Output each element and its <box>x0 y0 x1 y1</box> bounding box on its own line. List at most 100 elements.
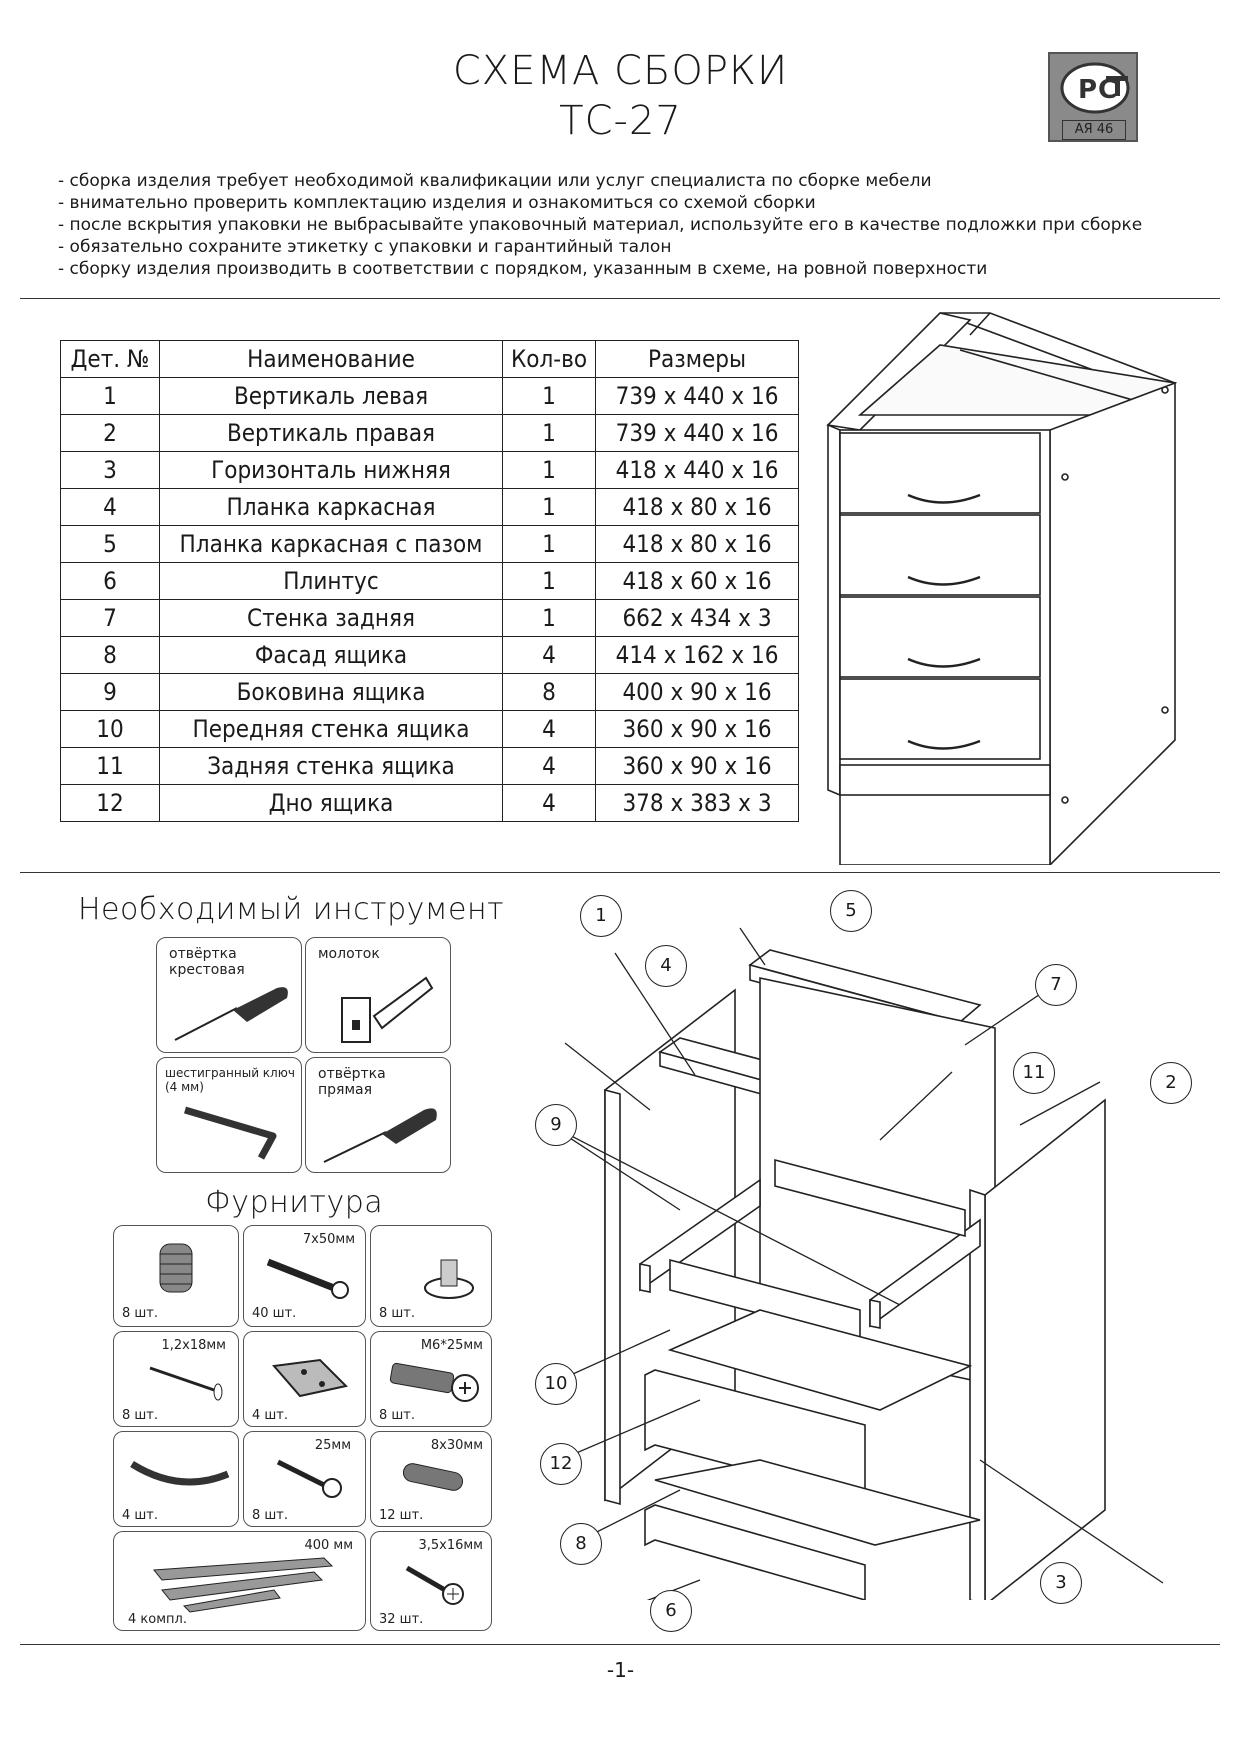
part-dimensions: 360 x 90 x 16 <box>595 747 799 785</box>
part-qty: 8 <box>502 673 596 711</box>
hardware-qty: 32 шт. <box>379 1612 424 1627</box>
wood-screw-icon <box>276 1459 342 1498</box>
part-dimensions: 400 x 90 x 16 <box>595 673 799 711</box>
confirmat-screw-icon <box>266 1258 349 1299</box>
part-name: Вертикаль правая <box>159 414 503 452</box>
part-name: Фасад ящика <box>159 636 503 674</box>
tool-label: крестовая <box>169 962 245 978</box>
svg-text:С: С <box>1098 75 1117 105</box>
part-no: 4 <box>60 488 160 526</box>
part-no: 7 <box>60 599 160 637</box>
hardware-card: М6*25мм 8 шт. <box>370 1331 492 1427</box>
hardware-qty: 8 шт. <box>252 1508 289 1523</box>
certification-mark: Р С АЯ 46 <box>1048 52 1138 142</box>
hardware-size: М6*25мм <box>420 1338 483 1353</box>
tool-label: отвёртка <box>318 1066 386 1082</box>
part-name: Стенка задняя <box>159 599 503 637</box>
svg-text:Р: Р <box>1078 75 1097 105</box>
part-qty: 1 <box>502 377 596 415</box>
part-qty: 1 <box>502 599 596 637</box>
part-name: Задняя стенка ящика <box>159 747 503 785</box>
part-dimensions: 739 x 440 x 16 <box>595 414 799 452</box>
note-line: - сборку изделия производить в соответст… <box>58 259 988 279</box>
part-qty: 4 <box>502 636 596 674</box>
page-title: СХЕМА СБОРКИ <box>452 48 789 94</box>
part-name: Горизонталь нижняя <box>159 451 503 489</box>
part-name: Плинтус <box>159 562 503 600</box>
cert-code: АЯ 46 <box>1062 120 1126 140</box>
part-dimensions: 414 x 162 x 16 <box>595 636 799 674</box>
callout-7: 7 <box>1035 964 1077 1006</box>
part-no: 11 <box>60 747 160 785</box>
callout-12: 12 <box>540 1443 582 1485</box>
part-qty: 1 <box>502 562 596 600</box>
part-dimensions: 360 x 90 x 16 <box>595 710 799 748</box>
tool-card-flat-screwdriver: отвёртка прямая <box>305 1057 451 1173</box>
hardware-card: 4 шт. <box>113 1431 239 1527</box>
hardware-card: 8 шт. <box>113 1225 239 1327</box>
leader-line <box>614 952 696 1076</box>
col-header-dimensions: Размеры <box>595 340 799 378</box>
part-name: Вертикаль левая <box>159 377 503 415</box>
table-header-row: Дет. № Наименование Кол-во Размеры <box>60 340 799 378</box>
tools-heading: Необходимый инструмент <box>78 892 505 927</box>
part-no: 6 <box>60 562 160 600</box>
assembly-notes: - сборка изделия требует необходимой ква… <box>58 170 1142 280</box>
phillips-screwdriver-icon <box>174 987 288 1041</box>
drawer-slide-icon <box>153 1557 334 1613</box>
part-qty: 1 <box>502 451 596 489</box>
hardware-card: 4 шт. <box>243 1331 366 1427</box>
callout-2: 2 <box>1150 1062 1192 1104</box>
col-header-name: Наименование <box>159 340 503 378</box>
tool-label: прямая <box>318 1082 373 1098</box>
hardware-card: 7x50мм 40 шт. <box>243 1225 366 1327</box>
tool-label: шестигранный ключ <box>165 1066 295 1080</box>
part-dimensions: 418 x 60 x 16 <box>595 562 799 600</box>
part-no: 2 <box>60 414 160 452</box>
hardware-size: 3,5x16мм <box>418 1538 483 1553</box>
hardware-qty: 12 шт. <box>379 1508 424 1523</box>
drawer-front <box>839 514 1041 596</box>
part-no: 5 <box>60 525 160 563</box>
hardware-qty: 40 шт. <box>252 1306 297 1321</box>
nail-icon <box>149 1366 223 1401</box>
col-header-qty: Кол-во <box>502 340 596 378</box>
part-dimensions: 378 x 383 x 3 <box>595 784 799 822</box>
divider <box>20 1644 1220 1645</box>
drawer-front <box>839 596 1041 678</box>
part-no: 1 <box>60 377 160 415</box>
divider <box>20 872 1220 873</box>
hardware-size: 25мм <box>314 1438 351 1453</box>
note-line: - после вскрытия упаковки не выбрасывайт… <box>58 215 1143 235</box>
hardware-size: 400 мм <box>304 1538 353 1553</box>
part-dimensions: 662 x 434 x 3 <box>595 599 799 637</box>
part-no: 12 <box>60 784 160 822</box>
part-qty: 1 <box>502 414 596 452</box>
hardware-card: 8 шт. <box>370 1225 492 1327</box>
hardware-qty: 4 шт. <box>252 1408 289 1423</box>
drawer-front <box>839 432 1041 514</box>
leveling-foot-icon <box>159 1243 193 1293</box>
hardware-qty: 4 компл. <box>128 1612 187 1627</box>
callout-1: 1 <box>580 895 622 937</box>
callout-3: 3 <box>1040 1562 1082 1604</box>
hammer-icon <box>341 976 434 1043</box>
part-name: Боковина ящика <box>159 673 503 711</box>
part-name: Передняя стенка ящика <box>159 710 503 748</box>
part-no: 9 <box>60 673 160 711</box>
part-qty: 4 <box>502 784 596 822</box>
short-screw-icon <box>405 1565 464 1605</box>
part-no: 3 <box>60 451 160 489</box>
hardware-card: 3,5x16мм 32 шт. <box>370 1531 492 1631</box>
hardware-qty: 8 шт. <box>122 1408 159 1423</box>
col-header-part-no: Дет. № <box>60 340 160 378</box>
